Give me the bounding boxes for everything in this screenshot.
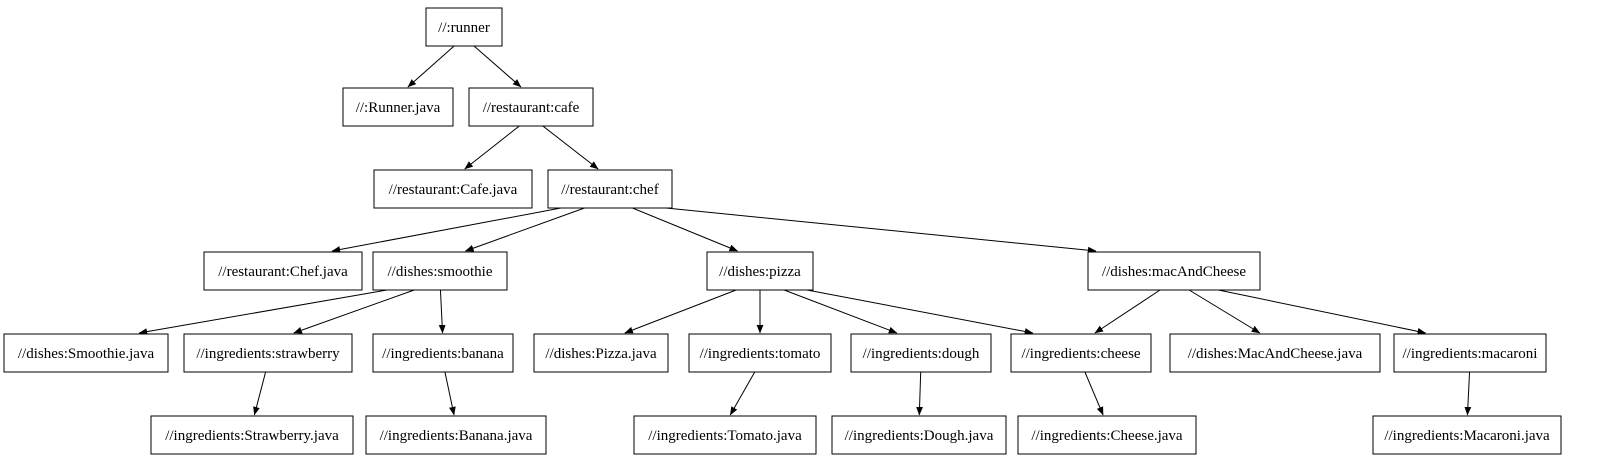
graph-edge-smoothie-strawberry — [293, 289, 415, 334]
graph-node-smoothie: //dishes:smoothie — [372, 251, 508, 291]
graph-node-box-banana — [372, 333, 514, 373]
graph-edge-macaroni-macaroni_java — [1464, 371, 1472, 416]
graph-node-box-runner — [425, 7, 503, 47]
graph-node-cafe: //restaurant:cafe — [468, 87, 594, 127]
graph-node-mac_and_cheese: //dishes:macAndCheese — [1087, 251, 1261, 291]
graph-node-box-macaroni — [1393, 333, 1547, 373]
graph-node-box-banana_java — [365, 415, 547, 455]
graph-edge-dough-dough_java — [916, 371, 923, 416]
graph-node-box-cheese_java — [1017, 415, 1197, 455]
graph-node-box-chef — [547, 169, 673, 209]
graph-node-tomato_java: //ingredients:Tomato.java — [633, 415, 817, 455]
graph-node-label-cheese: //ingredients:cheese — [1021, 346, 1140, 362]
graph-edge-pizza-pizza_java — [624, 289, 737, 334]
graph-edge-chef-chef_java — [331, 207, 562, 253]
graph-node-label-cafe: //restaurant:cafe — [483, 100, 580, 116]
graph-node-label-banana_java: //ingredients:Banana.java — [380, 428, 533, 444]
graph-edge-banana-banana_java — [444, 371, 456, 416]
graph-node-box-tomato — [688, 333, 832, 373]
graph-node-macaroni: //ingredients:macaroni — [1393, 333, 1547, 373]
graph-node-dough_java: //ingredients:Dough.java — [831, 415, 1007, 455]
graph-node-smoothie_java: //dishes:Smoothie.java — [3, 333, 169, 373]
graph-node-label-macaroni: //ingredients:macaroni — [1403, 346, 1538, 362]
graph-edge-chef-mac_and_cheese — [665, 207, 1097, 254]
graph-edge-cheese-cheese_java — [1084, 371, 1104, 416]
graph-node-label-dough: //ingredients:dough — [863, 346, 980, 362]
graph-node-chef: //restaurant:chef — [547, 169, 673, 209]
graph-node-cafe_java: //restaurant:Cafe.java — [373, 169, 533, 209]
graph-edge-pizza-cheese — [806, 289, 1034, 335]
graph-node-label-tomato_java: //ingredients:Tomato.java — [648, 428, 802, 444]
graph-edge-cafe-chef — [542, 125, 599, 170]
graph-node-label-pizza: //dishes:pizza — [719, 264, 801, 280]
nodes-layer: //:runner //:Runner.java //restaurant:cafe… — [3, 7, 1562, 455]
graph-node-box-mac_and_cheese — [1087, 251, 1261, 291]
graph-node-runner_java: //:Runner.java — [342, 87, 454, 127]
graph-edge-smoothie-smoothie_java — [138, 289, 387, 335]
graph-node-label-smoothie_java: //dishes:Smoothie.java — [18, 346, 155, 362]
graph-node-label-mac_and_cheese_java: //dishes:MacAndCheese.java — [1188, 346, 1363, 362]
graph-edge-cafe-cafe_java — [464, 125, 520, 170]
graph-node-pizza_java: //dishes:Pizza.java — [533, 333, 669, 373]
graph-node-label-pizza_java: //dishes:Pizza.java — [545, 346, 657, 362]
graph-node-pizza: //dishes:pizza — [706, 251, 814, 291]
graph-edge-mac_and_cheese-mac_and_cheese_java — [1188, 289, 1261, 334]
graph-node-dough: //ingredients:dough — [850, 333, 992, 373]
graph-node-label-dough_java: //ingredients:Dough.java — [845, 428, 994, 444]
graph-node-label-smoothie: //dishes:smoothie — [388, 264, 493, 280]
graph-node-label-tomato: //ingredients:tomato — [700, 346, 821, 362]
graph-node-label-runner_java: //:Runner.java — [356, 100, 441, 116]
graph-node-label-chef_java: //restaurant:Chef.java — [218, 264, 348, 280]
graph-node-box-cheese — [1010, 333, 1152, 373]
graph-node-strawberry: //ingredients:strawberry — [183, 333, 353, 373]
graph-edge-strawberry-strawberry_java — [253, 371, 267, 416]
graph-edge-chef-pizza — [632, 207, 738, 252]
graph-node-box-mac_and_cheese_java — [1169, 333, 1381, 373]
edges-layer — [138, 45, 1472, 416]
graph-node-banana_java: //ingredients:Banana.java — [365, 415, 547, 455]
graph-edge-mac_and_cheese-cheese — [1094, 289, 1161, 334]
graph-node-label-runner: //:runner — [438, 20, 490, 36]
graph-node-label-chef: //restaurant:chef — [561, 182, 658, 198]
graph-node-label-macaroni_java: //ingredients:Macaroni.java — [1384, 428, 1550, 444]
graph-node-mac_and_cheese_java: //dishes:MacAndCheese.java — [1169, 333, 1381, 373]
graph-edge-chef-smoothie — [465, 207, 585, 252]
graph-node-box-tomato_java — [633, 415, 817, 455]
graph-node-box-runner_java — [342, 87, 454, 127]
graph-node-box-smoothie_java — [3, 333, 169, 373]
graph-node-box-cafe_java — [373, 169, 533, 209]
graph-node-box-chef_java — [203, 251, 363, 291]
graph-node-box-pizza — [706, 251, 814, 291]
graph-node-tomato: //ingredients:tomato — [688, 333, 832, 373]
graph-edge-smoothie-banana — [438, 289, 446, 334]
graph-node-box-smoothie — [372, 251, 508, 291]
graph-node-strawberry_java: //ingredients:Strawberry.java — [150, 415, 354, 455]
graph-edge-mac_and_cheese-macaroni — [1218, 289, 1427, 335]
graph-node-cheese_java: //ingredients:Cheese.java — [1017, 415, 1197, 455]
graph-node-label-cafe_java: //restaurant:Cafe.java — [389, 182, 518, 198]
graph-node-box-dough_java — [831, 415, 1007, 455]
graph-node-macaroni_java: //ingredients:Macaroni.java — [1372, 415, 1562, 455]
graph-node-label-strawberry_java: //ingredients:Strawberry.java — [165, 428, 339, 444]
graph-node-label-strawberry: //ingredients:strawberry — [196, 346, 340, 362]
graph-node-box-dough — [850, 333, 992, 373]
graph-node-box-strawberry — [183, 333, 353, 373]
graph-node-cheese: //ingredients:cheese — [1010, 333, 1152, 373]
graph-edge-pizza-dough — [783, 289, 898, 334]
graph-node-box-cafe — [468, 87, 594, 127]
graph-edge-runner-cafe — [473, 45, 522, 88]
graph-edge-tomato-tomato_java — [729, 371, 756, 416]
graph-node-banana: //ingredients:banana — [372, 333, 514, 373]
graph-edge-runner-runner_java — [407, 45, 455, 88]
graph-node-chef_java: //restaurant:Chef.java — [203, 251, 363, 291]
graph-node-box-pizza_java — [533, 333, 669, 373]
graph-node-label-banana: //ingredients:banana — [382, 346, 504, 362]
graph-node-box-strawberry_java — [150, 415, 354, 455]
graph-node-label-cheese_java: //ingredients:Cheese.java — [1031, 428, 1183, 444]
graph-node-box-macaroni_java — [1372, 415, 1562, 455]
graph-node-runner: //:runner — [425, 7, 503, 47]
graph-node-label-mac_and_cheese: //dishes:macAndCheese — [1102, 264, 1246, 280]
